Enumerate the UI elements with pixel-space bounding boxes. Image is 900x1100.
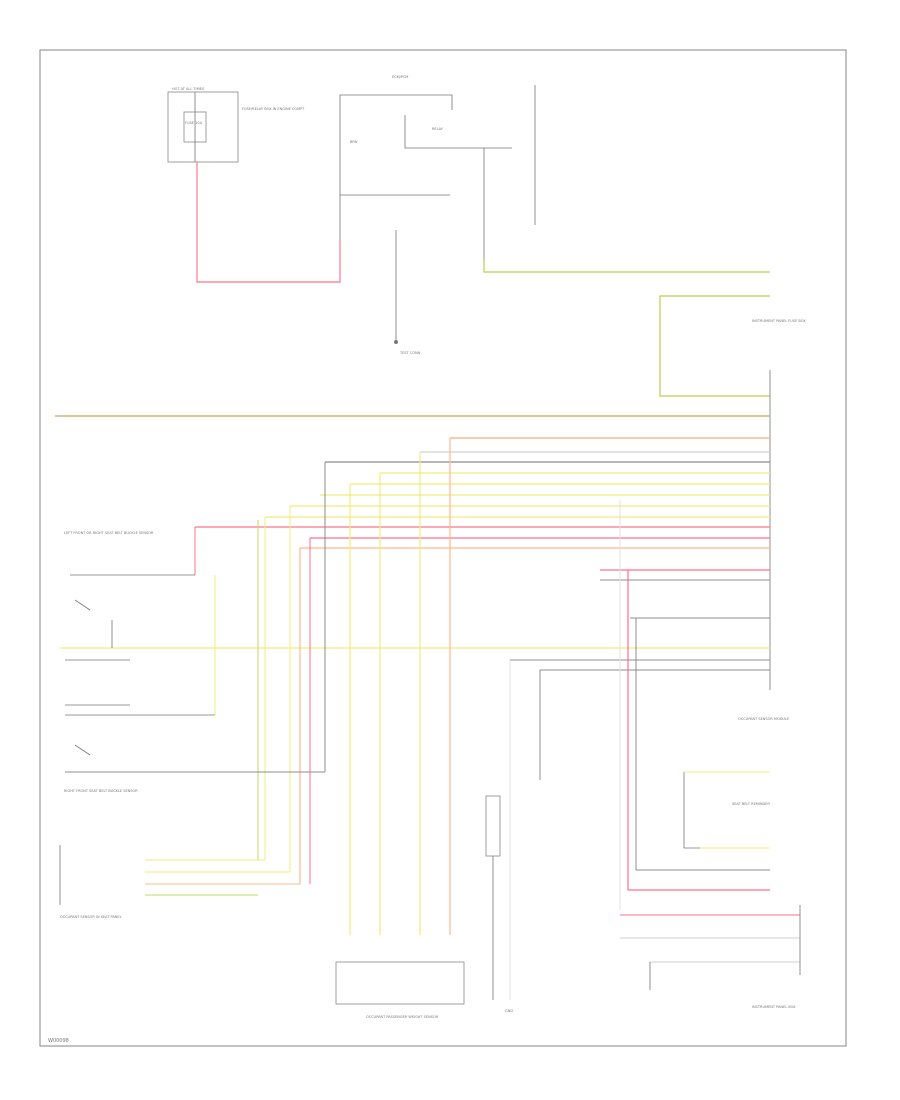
bottom-left-connector: OCCUPANT SENSOR IN SEAT PANEL	[59, 845, 300, 919]
svg-text:INSTRUMENT PANEL FUSE BOX: INSTRUMENT PANEL FUSE BOX	[752, 319, 806, 323]
ground-wire: TEST CONN	[394, 230, 421, 355]
lower-right-wires: INSTRUMENT PANEL BOX	[620, 869, 801, 1009]
left-sensor: LEFT FRONT OR RIGHT SEAT BELT BUCKLE SEN…	[64, 531, 195, 661]
svg-text:OCCUPANT PASSENGER WEIGHT SENS: OCCUPANT PASSENGER WEIGHT SENSOR	[366, 1015, 439, 1019]
svg-text:RIGHT FRONT SEAT BELT BUCKLE S: RIGHT FRONT SEAT BELT BUCKLE SENSOR	[64, 789, 138, 793]
svg-text:TEST CONN: TEST CONN	[399, 351, 421, 355]
wire-red-top	[196, 162, 341, 283]
corner-id: W00098	[48, 1038, 69, 1044]
svg-text:OCCUPANT SENSOR MODULE: OCCUPANT SENSOR MODULE	[738, 717, 789, 721]
wire-olive	[483, 260, 770, 397]
diagram-frame	[39, 49, 847, 1047]
instrument-panel-box: INSTRUMENT PANEL FUSE BOX	[752, 319, 806, 690]
bottom-center-module: OCCUPANT PASSENGER WEIGHT SENSOR	[335, 961, 465, 1019]
right-sensor: RIGHT FRONT SEAT BELT BUCKLE SENSOR	[64, 704, 325, 793]
top-module-label: HOT AT ALL TIMES	[172, 87, 205, 91]
top-relay-block: ECM/PCM BRN RELAY	[339, 75, 512, 260]
svg-text:BRN: BRN	[350, 140, 358, 144]
svg-text:RELAY: RELAY	[432, 127, 444, 131]
top-note: FUSE/RELAY BOX IN ENGINE COMPT	[242, 107, 305, 111]
svg-text:GND: GND	[505, 1009, 513, 1013]
top-fuse-box: HOT AT ALL TIMES FUSE 10A FUSE/RELAY BOX…	[167, 87, 305, 163]
svg-text:ECM/PCM: ECM/PCM	[392, 75, 408, 79]
vertical-drops	[194, 438, 637, 1000]
mid-right-module: SEAT BELT REMINDER OCCUPANT SENSOR MODUL…	[683, 717, 789, 849]
svg-text:LEFT FRONT OR RIGHT SEAT BELT: LEFT FRONT OR RIGHT SEAT BELT BUCKLE SEN…	[64, 531, 154, 535]
svg-text:INSTRUMENT PANEL BOX: INSTRUMENT PANEL BOX	[752, 1005, 796, 1009]
top-relay-label: FUSE 10A	[185, 121, 203, 125]
svg-text:SEAT BELT REMINDER: SEAT BELT REMINDER	[732, 802, 770, 806]
mid-connector: GND	[485, 795, 513, 1013]
harness-lines	[55, 415, 770, 671]
svg-text:OCCUPANT SENSOR IN SEAT PANEL: OCCUPANT SENSOR IN SEAT PANEL	[60, 915, 122, 919]
